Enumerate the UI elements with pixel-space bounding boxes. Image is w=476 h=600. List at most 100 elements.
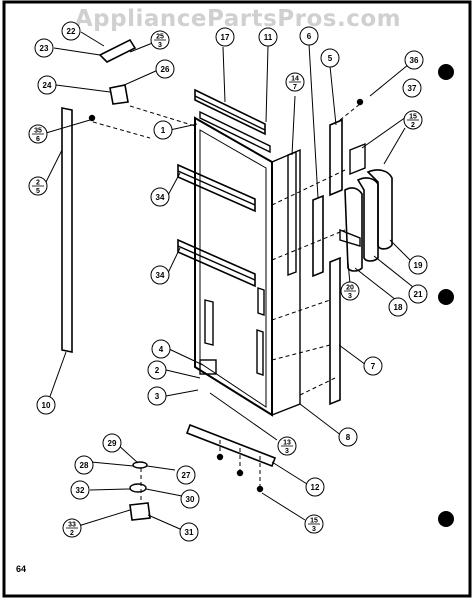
door-panel-face [199, 129, 267, 408]
handle-cap-37 [349, 142, 366, 176]
callout-c20: 203 [340, 281, 360, 301]
callout-numerator: 25 [156, 34, 164, 41]
callout-c1: 1 [153, 120, 173, 140]
strip-7 [329, 256, 341, 406]
callout-label: 30 [186, 495, 195, 504]
callout-numerator: 20 [346, 285, 354, 292]
callout-label: 7 [371, 362, 376, 371]
callout-circle [176, 465, 196, 485]
callout-c17: 17 [215, 27, 235, 47]
callout-circle [37, 75, 57, 95]
top-hinge-23 [98, 38, 137, 63]
callout-circle [74, 455, 94, 475]
callout-label: 11 [264, 33, 273, 42]
callout-label: 18 [394, 303, 403, 312]
callout-circle [150, 187, 170, 207]
callout-numerator: 2 [36, 180, 40, 187]
callout-denominator: 2 [70, 530, 74, 537]
callout-label: 34 [156, 193, 165, 202]
callout-circle [388, 297, 408, 317]
callout-label: 21 [414, 290, 423, 299]
callout-label: 12 [311, 483, 320, 492]
washer-28 [132, 461, 148, 469]
handle-18 [344, 187, 363, 272]
callout-c18: 18 [388, 297, 408, 317]
callout-denominator: 3 [312, 526, 316, 533]
callout-label: 29 [108, 439, 117, 448]
callout-label: 6 [307, 32, 312, 41]
callout-c28: 28 [74, 455, 94, 475]
callout-c35: 356 [28, 124, 48, 144]
callout-label: 3 [155, 392, 160, 401]
callout-label: 4 [159, 345, 164, 354]
shelf-bar-upper [177, 163, 256, 213]
callout-circle [215, 27, 235, 47]
callout-numerator: 35 [34, 128, 42, 135]
handle-trim-5 [329, 118, 343, 197]
callout-label: 19 [414, 261, 423, 270]
door-right-slot [256, 329, 264, 376]
callout-c3: 3 [147, 386, 167, 406]
handle-trim-14 [287, 150, 297, 277]
watermark-text: AppliancePartsPros.com [74, 6, 402, 32]
callout-label: 23 [40, 44, 49, 53]
callout-c36: 36 [404, 50, 424, 70]
callout-label: 2 [155, 366, 160, 375]
top-trim [194, 88, 266, 136]
callout-label: 37 [408, 84, 417, 93]
lower-hinge-block [199, 359, 217, 375]
callout-c22: 22 [61, 21, 81, 41]
door-assembly-drawing [61, 38, 393, 521]
callout-c2: 2 [147, 360, 167, 380]
callout-numerator: 33 [68, 522, 76, 529]
callout-circle [70, 480, 90, 500]
callout-c4: 4 [151, 339, 171, 359]
callout-circle [408, 284, 428, 304]
callout-c8: 8 [338, 427, 358, 447]
callout-denominator: 3 [348, 293, 352, 300]
binder-hole-top [438, 64, 454, 80]
callout-label: 26 [161, 65, 170, 74]
door-lower-slot [204, 299, 214, 346]
callout-c2f: 25 [28, 176, 48, 196]
callout-denominator: 5 [36, 188, 40, 195]
callout-circle [155, 59, 175, 79]
bottom-hinge-12 [185, 423, 277, 468]
callout-c24: 24 [37, 75, 57, 95]
callout-circle [179, 522, 199, 542]
callout-circle [34, 38, 54, 58]
callout-label: 27 [182, 471, 191, 480]
handle-21 [356, 177, 379, 262]
callout-c7: 7 [363, 356, 383, 376]
callout-circle [61, 21, 81, 41]
callout-circle [320, 48, 340, 68]
callout-circle [147, 386, 167, 406]
shelf-bar-lower [177, 238, 256, 288]
callout-label: 8 [346, 433, 351, 442]
callout-label: 36 [410, 56, 419, 65]
callout-circle [408, 255, 428, 275]
callout-numerator: 14 [291, 76, 299, 83]
callout-c25: 253 [150, 30, 170, 50]
callout-label: 1 [161, 126, 166, 135]
callout-numerator: 15 [409, 114, 417, 121]
callout-circle [402, 78, 422, 98]
callout-c12: 12 [305, 477, 325, 497]
assembly-lines [92, 103, 361, 502]
callout-c11: 11 [258, 27, 278, 47]
callout-circle [404, 50, 424, 70]
callout-c21: 21 [408, 284, 428, 304]
top-trim-line [194, 95, 266, 131]
left-gasket [61, 107, 73, 353]
handle-19 [366, 169, 393, 250]
callout-circle [151, 339, 171, 359]
screw-e [88, 114, 96, 122]
callout-c15a: 152 [403, 110, 423, 130]
callout-c23: 23 [34, 38, 54, 58]
callout-c31: 31 [179, 522, 199, 542]
callout-c10: 10 [36, 395, 56, 415]
callout-c33: 332 [62, 518, 82, 538]
